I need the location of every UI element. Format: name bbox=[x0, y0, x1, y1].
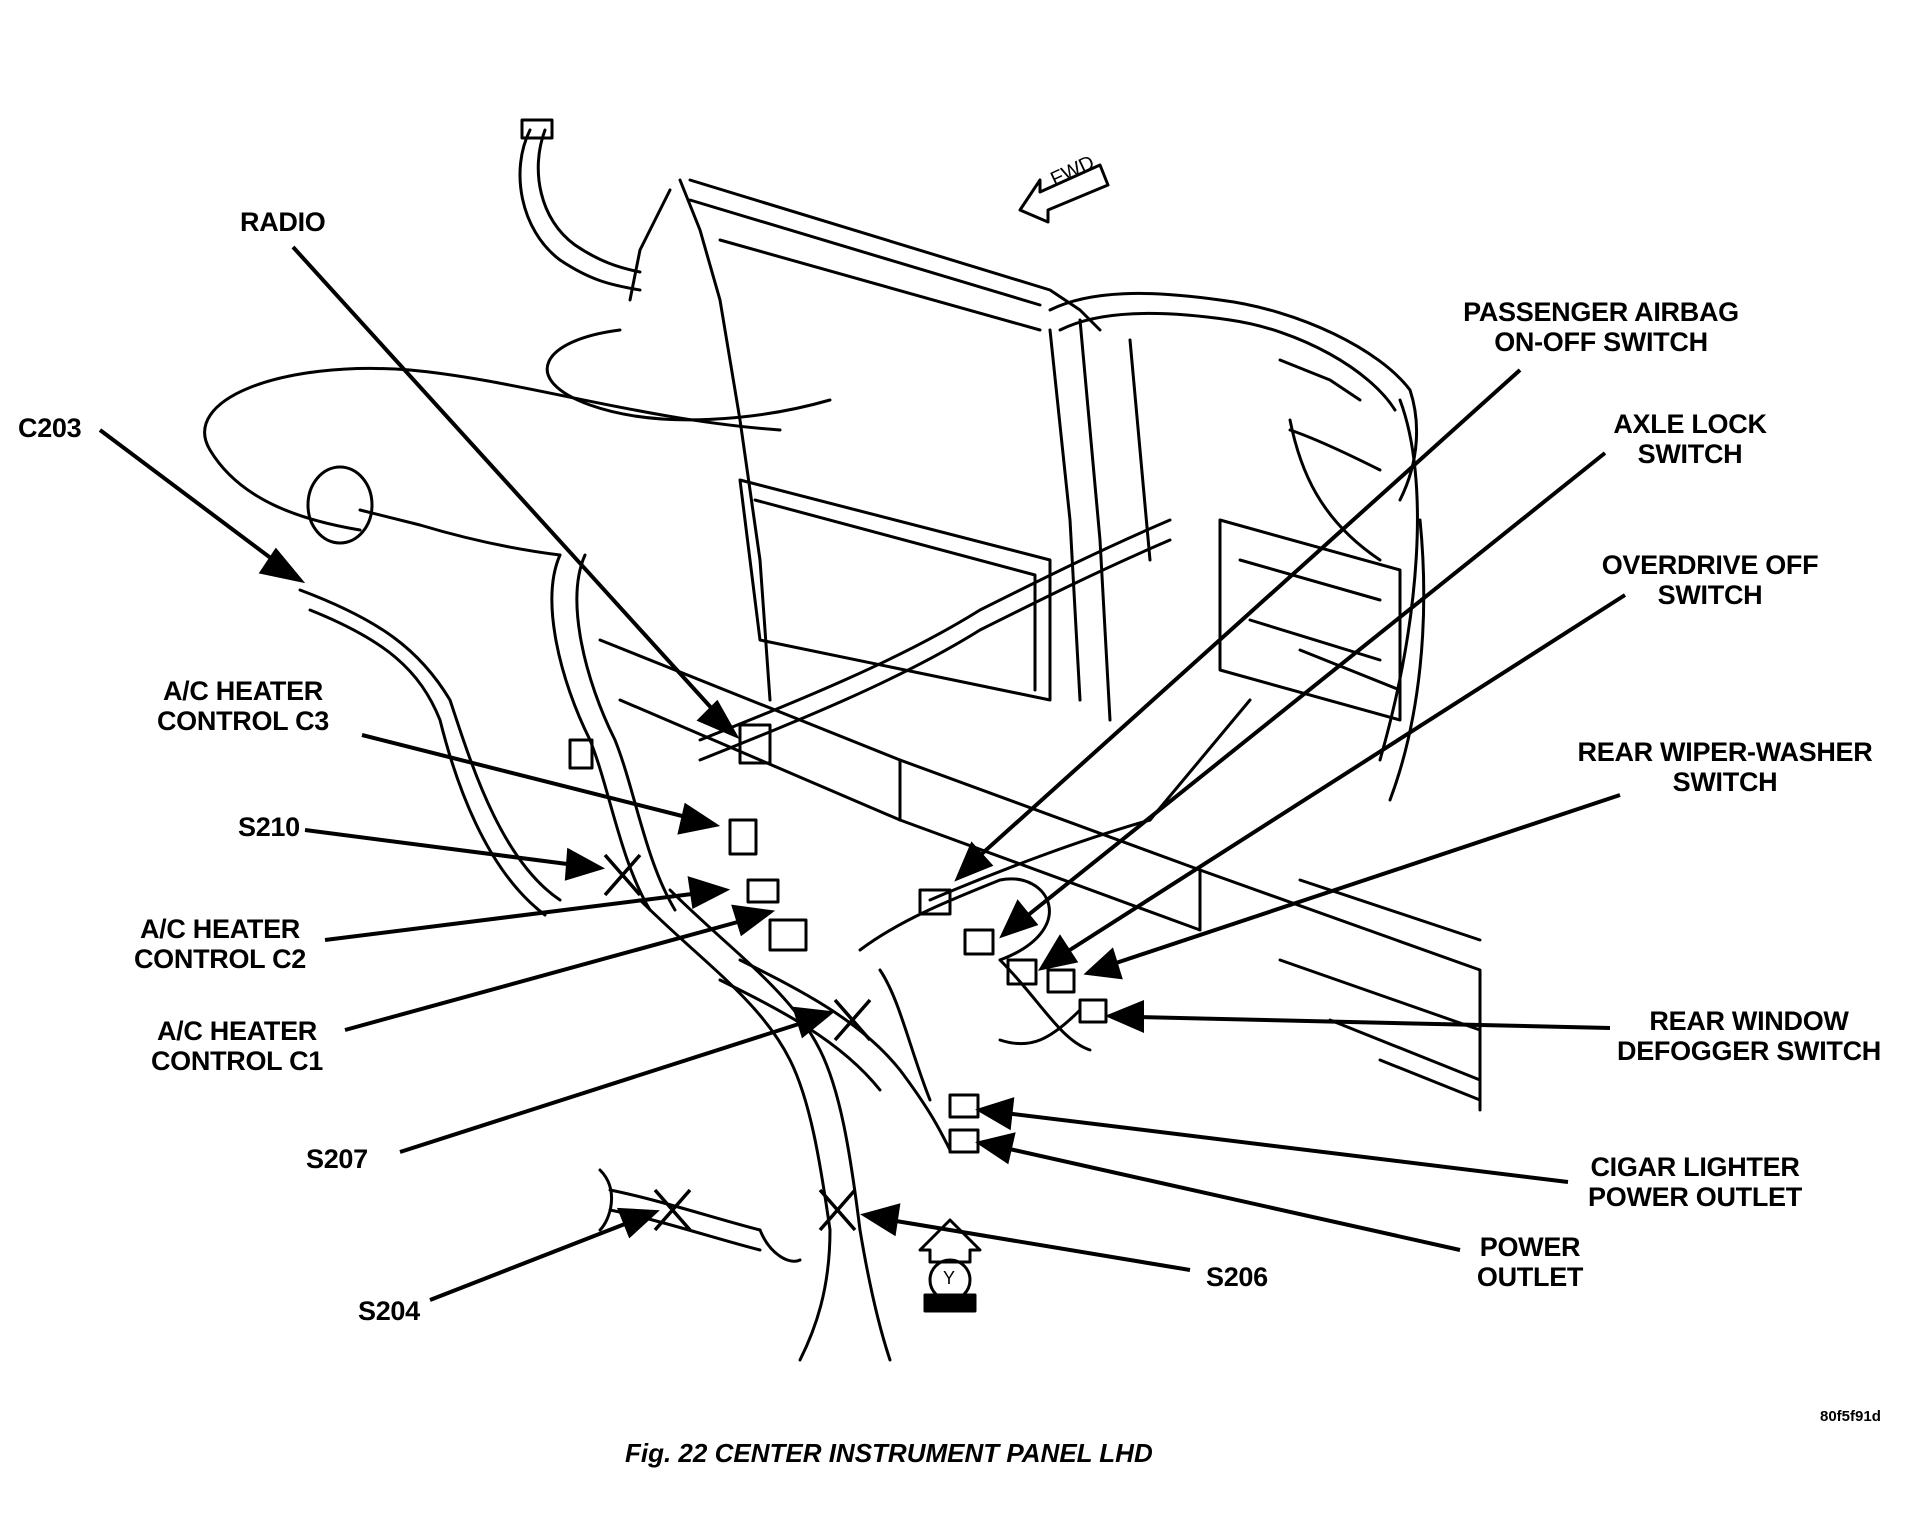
label-ac-heater-c1-line1: A/C HEATER bbox=[156, 1016, 317, 1046]
label-ac-heater-c3-line2: CONTROL C3 bbox=[156, 706, 329, 736]
label-radio-line1: RADIO bbox=[240, 207, 326, 237]
label-c203-line1: C203 bbox=[18, 413, 82, 443]
label-ac-heater-c2-line1: A/C HEATER bbox=[139, 914, 300, 944]
leader-radio bbox=[291, 245, 740, 740]
label-ac-heater-c1-line2: CONTROL C1 bbox=[150, 1046, 323, 1076]
splice-s206-mark bbox=[818, 1188, 857, 1232]
splice-s204-mark bbox=[653, 1188, 692, 1232]
label-cigar-lighter-power-outlet: CIGAR LIGHTER POWER OUTLET bbox=[1570, 1152, 1820, 1212]
leader-cigar bbox=[975, 1097, 1569, 1184]
splice-marks bbox=[603, 853, 872, 1232]
leader-ac-c1 bbox=[344, 904, 776, 1032]
label-cigar-lighter-line2: POWER OUTLET bbox=[1588, 1182, 1802, 1212]
leader-ac-c2 bbox=[324, 876, 731, 942]
label-rear-window-defogger-switch: REAR WINDOW DEFOGGER SWITCH bbox=[1604, 1006, 1894, 1066]
label-s207-line1: S207 bbox=[306, 1144, 368, 1174]
label-s207: S207 bbox=[306, 1144, 368, 1174]
figure-caption: Fig. 22 CENTER INSTRUMENT PANEL LHD bbox=[625, 1438, 1153, 1468]
label-power-outlet-line2: OUTLET bbox=[1476, 1262, 1584, 1292]
label-axle-lock-switch: AXLE LOCK SWITCH bbox=[1590, 409, 1790, 469]
leader-wiper bbox=[1083, 793, 1621, 980]
splice-s210-mark bbox=[603, 853, 642, 897]
leader-s206 bbox=[860, 1203, 1191, 1272]
label-s204-line1: S204 bbox=[358, 1296, 420, 1326]
leader-axle bbox=[999, 451, 1607, 939]
figure-code: 80f5f91d bbox=[1820, 1408, 1881, 1425]
label-s204: S204 bbox=[358, 1296, 420, 1326]
leader-ac-c3 bbox=[361, 733, 721, 835]
label-overdrive-off-line2: SWITCH bbox=[1657, 580, 1763, 610]
leader-lines bbox=[98, 245, 1627, 1302]
leader-s210 bbox=[304, 828, 606, 881]
label-axle-lock-line2: SWITCH bbox=[1637, 439, 1743, 469]
label-ac-heater-c2-line2: CONTROL C2 bbox=[133, 944, 306, 974]
label-cigar-lighter-line1: CIGAR LIGHTER bbox=[1590, 1152, 1800, 1182]
label-radio: RADIO bbox=[240, 207, 326, 237]
label-overdrive-off-line1: OVERDRIVE OFF bbox=[1601, 550, 1819, 580]
leader-defogger bbox=[1104, 1000, 1611, 1034]
label-axle-lock-line1: AXLE LOCK bbox=[1613, 409, 1767, 439]
label-rear-wiper-washer-switch: REAR WIPER-WASHER SWITCH bbox=[1570, 737, 1880, 797]
leader-power bbox=[975, 1132, 1461, 1252]
label-overdrive-off-switch: OVERDRIVE OFF SWITCH bbox=[1590, 550, 1830, 610]
label-passenger-airbag-switch: PASSENGER AIRBAG ON-OFF SWITCH bbox=[1446, 297, 1756, 357]
label-s206: S206 bbox=[1206, 1262, 1268, 1292]
leader-overdrive bbox=[1037, 593, 1627, 971]
leader-c203 bbox=[98, 428, 306, 584]
leader-s204 bbox=[429, 1207, 660, 1302]
label-s206-line1: S206 bbox=[1206, 1262, 1268, 1292]
label-rear-defogger-line2: DEFOGGER SWITCH bbox=[1617, 1036, 1881, 1066]
label-s210: S210 bbox=[238, 812, 300, 842]
label-rear-wiper-line2: SWITCH bbox=[1672, 767, 1778, 797]
label-ac-heater-c3: A/C HEATER CONTROL C3 bbox=[136, 676, 350, 736]
leader-airbag bbox=[954, 368, 1522, 882]
label-rear-defogger-line1: REAR WINDOW bbox=[1649, 1006, 1849, 1036]
label-c203: C203 bbox=[18, 413, 82, 443]
leader-s207 bbox=[399, 1006, 835, 1154]
label-rear-wiper-line1: REAR WIPER-WASHER bbox=[1577, 737, 1873, 767]
splice-s207-mark bbox=[833, 998, 872, 1042]
label-ac-heater-c3-line1: A/C HEATER bbox=[162, 676, 323, 706]
label-power-outlet: POWER OUTLET bbox=[1462, 1232, 1598, 1292]
label-passenger-airbag-line2: ON-OFF SWITCH bbox=[1494, 327, 1708, 357]
label-power-outlet-line1: POWER bbox=[1479, 1232, 1581, 1262]
label-passenger-airbag-line1: PASSENGER AIRBAG bbox=[1463, 297, 1739, 327]
label-s210-line1: S210 bbox=[238, 812, 300, 842]
panel-line-art bbox=[203, 118, 1482, 1362]
label-ac-heater-c1: A/C HEATER CONTROL C1 bbox=[132, 1016, 342, 1076]
y-symbol-label: Y bbox=[943, 1268, 956, 1288]
label-ac-heater-c2: A/C HEATER CONTROL C2 bbox=[120, 914, 320, 974]
